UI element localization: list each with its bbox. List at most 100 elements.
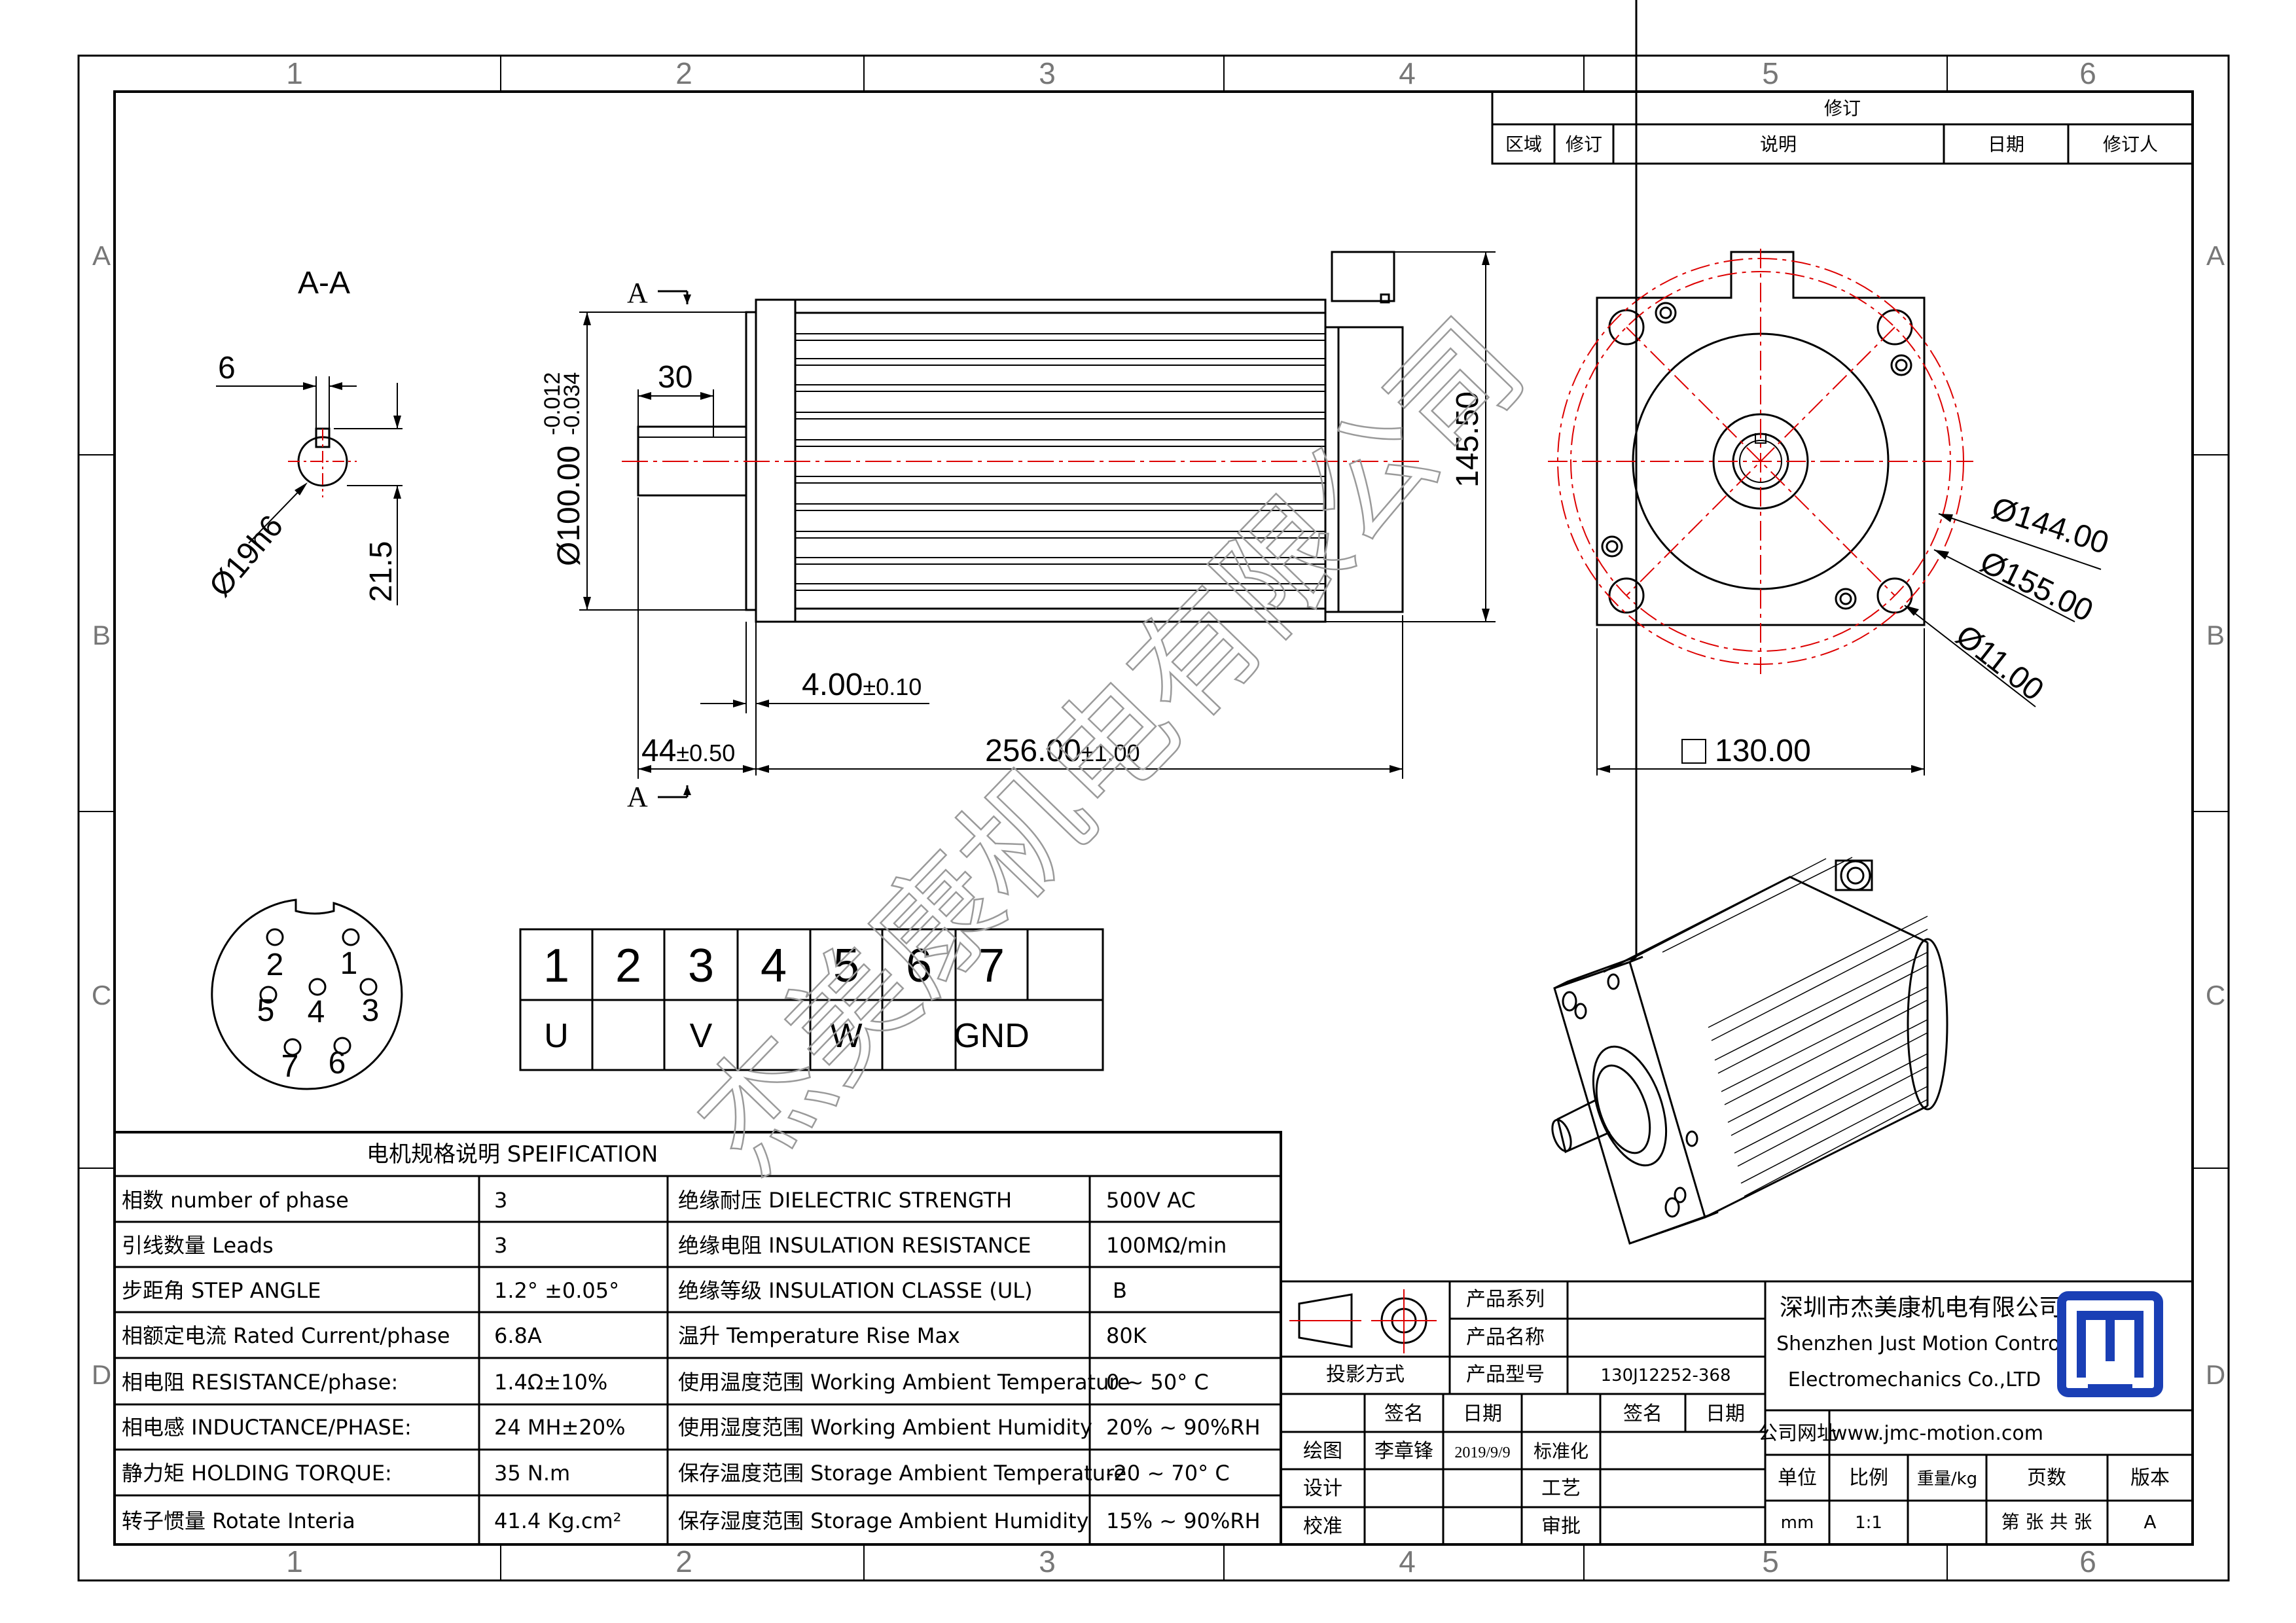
company-logo-icon: [2057, 1291, 2163, 1397]
column-numbers-bottom: 1 2 3 4 5 6: [286, 1544, 2096, 1578]
revision-header: 说明: [1760, 134, 1797, 155]
row-letter: A: [92, 240, 111, 271]
pin-label: 1: [340, 946, 358, 981]
shaft-length-dim: 30: [658, 360, 692, 395]
shaft-diameter-dim: Ø19h6: [203, 509, 290, 603]
spec-value: 6.8A: [494, 1323, 542, 1348]
spec-value-2: 80K: [1106, 1323, 1147, 1348]
front-dims: [1596, 513, 2102, 776]
spec-value: 35 N.m: [494, 1461, 570, 1486]
spec-label-2: 温升 Temperature Rise Max: [678, 1323, 960, 1348]
pin-signal: U: [544, 1017, 569, 1055]
revision-table: [1491, 90, 2194, 165]
process-label: 工艺: [1541, 1477, 1581, 1500]
spec-value-2: 100MΩ/min: [1106, 1233, 1227, 1258]
spec-value-2: 500V AC: [1106, 1188, 1196, 1213]
series-label: 产品系列: [1466, 1288, 1545, 1311]
section-mark-top: A: [627, 277, 648, 309]
revision-title: 修订: [1824, 98, 1861, 119]
row-letter: C: [2206, 980, 2225, 1010]
col-num: 1: [286, 1544, 303, 1578]
pages-value: 第 张 共 张: [2001, 1511, 2092, 1533]
scale-value: 1:1: [1855, 1513, 1882, 1533]
square-symbol: [1681, 739, 1706, 764]
title-block: [1280, 1280, 2194, 1546]
revision-text: 修订 区域 修订 说明 日期 修订人: [1505, 98, 2158, 155]
col-num: 2: [675, 56, 692, 90]
row-letter: C: [92, 980, 111, 1010]
spec-label: 静力矩 HOLDING TORQUE:: [122, 1461, 392, 1486]
spec-value: 3: [494, 1233, 507, 1258]
connector-pins: 1 2 3 4 5 6 7: [257, 946, 380, 1084]
sign-header: 签名: [1384, 1402, 1424, 1425]
spigot-tolerance-lower: -0.034: [560, 372, 584, 435]
row-letter: D: [2206, 1359, 2225, 1390]
spec-value-2: 0 ~ 50° C: [1106, 1370, 1209, 1395]
spec-label-2: 使用湿度范围 Working Ambient Humidity: [678, 1415, 1092, 1440]
body-length-tol: ±1.00: [1081, 740, 1140, 766]
flange-thickness-value: 4.00: [802, 668, 863, 702]
spec-value-2: 15% ~ 90%RH: [1106, 1508, 1261, 1533]
sign-header-2: 签名: [1623, 1402, 1662, 1425]
company-name-en-1: Shenzhen Just Motion Control: [1776, 1332, 2066, 1355]
spec-label-2: 绝缘等级 INSULATION CLASSE (UL): [678, 1278, 1033, 1303]
side-text: A A 30 -0.012 -0.034 Ø100.00 145.50 4.00…: [540, 277, 1485, 813]
row-letter: A: [2206, 240, 2225, 271]
spec-label: 步距角 STEP ANGLE: [122, 1278, 321, 1303]
motor-isometric-fins: [1636, 857, 1928, 1197]
side-view-fins: [795, 333, 1325, 591]
website-label: 公司网址: [1758, 1422, 1837, 1445]
model-value: 130J12252-368: [1600, 1366, 1731, 1385]
check-label: 校准: [1303, 1515, 1342, 1538]
spec-label: 相电阻 RESISTANCE/phase:: [122, 1370, 398, 1395]
hole-diameter-dim: Ø11.00: [1949, 618, 2050, 708]
pin-label: 2: [266, 948, 284, 982]
title-block-text: 投影方式 产品系列 产品名称 产品型号 130J12252-368 签名 日期 …: [1303, 1288, 2170, 1538]
model-label: 产品型号: [1466, 1363, 1545, 1386]
body-length-dim: 256.00±1.00: [985, 734, 1140, 768]
row-letters: A B C D A B C D: [92, 240, 2225, 1390]
col-num: 6: [2079, 1544, 2096, 1578]
col-num: 4: [1399, 56, 1416, 90]
pin-number: 2: [615, 940, 641, 992]
scale-label: 比例: [1849, 1467, 1888, 1489]
row-letter: D: [92, 1359, 111, 1390]
spec-label-2: 保存湿度范围 Storage Ambient Humidity: [678, 1508, 1089, 1533]
flange-thickness-dim: 4.00±0.10: [802, 668, 922, 702]
pin-number: 7: [978, 940, 1005, 992]
pin-number: 3: [688, 940, 714, 992]
spec-table: [113, 1131, 1282, 1546]
col-num: 3: [1039, 56, 1056, 90]
shaft-extension-value: 44: [641, 734, 676, 768]
spigot-diameter-dim: Ø100.00: [552, 446, 586, 566]
spec-value: 24 MH±20%: [494, 1415, 626, 1440]
flange-thickness-tol: ±0.10: [863, 673, 922, 700]
design-label: 设计: [1303, 1477, 1342, 1500]
section-mark-bottom: A: [627, 781, 648, 813]
side-dim-arrows: [583, 252, 1490, 795]
section-view: [216, 376, 403, 605]
company-info: 深圳市杰美康机电有限公司 Shenzhen Just Motion Contro…: [1776, 1294, 2066, 1391]
company-name-cn: 深圳市杰美康机电有限公司: [1780, 1294, 2062, 1321]
pin-signal: V: [690, 1017, 713, 1055]
pin-label: 4: [308, 995, 325, 1029]
spec-value-2: 20% ~ 90%RH: [1106, 1415, 1261, 1440]
shaft-extension-dim: 44±0.50: [641, 734, 735, 768]
connector-face: [211, 899, 403, 1090]
column-numbers-top: 1 2 3 4 5 6: [286, 56, 2096, 90]
name-label: 产品名称: [1466, 1326, 1545, 1349]
spec-label: 相数 number of phase: [122, 1188, 349, 1213]
spec-label: 相电感 INDUCTANCE/PHASE:: [122, 1415, 412, 1440]
spec-label: 转子惯量 Rotate Interia: [122, 1508, 355, 1533]
version-value: A: [2144, 1511, 2156, 1533]
height-dim: 21.5: [364, 541, 399, 602]
revision-header: 修订: [1566, 134, 1602, 155]
pcd-inner-dim: Ø144.00: [1988, 491, 2113, 561]
company-name-en-2: Electromechanics Co.,LTD: [1788, 1368, 2041, 1391]
revision-header: 区域: [1505, 134, 1542, 155]
pin-table-signals: U V W GND: [544, 1017, 1030, 1055]
std-label: 标准化: [1534, 1440, 1588, 1462]
col-num: 2: [675, 1544, 692, 1578]
date-header: 日期: [1463, 1402, 1502, 1425]
spec-value-2: B: [1113, 1278, 1127, 1303]
